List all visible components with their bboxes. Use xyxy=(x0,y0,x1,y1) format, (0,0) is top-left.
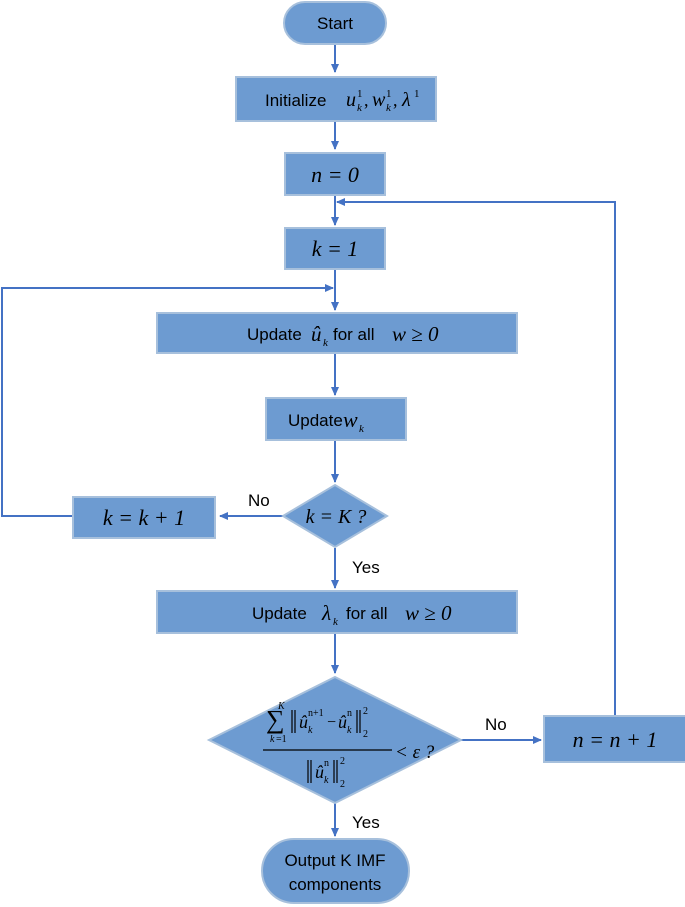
edge-label-no-conv: No xyxy=(485,715,507,734)
svg-text:K: K xyxy=(277,701,286,712)
svg-text:w: w xyxy=(372,89,386,111)
svg-text:2: 2 xyxy=(363,706,368,717)
svg-text:2: 2 xyxy=(340,779,345,790)
convergence-decision: ∑ K k =1 û k n+1 − û k n 2 2 û k n xyxy=(206,675,464,805)
svg-text:k: k xyxy=(386,102,392,114)
k-check-decision: k = K ? xyxy=(281,483,389,549)
output-line2: components xyxy=(289,875,382,894)
initialize-vars: u k 1 , w k 1 , λ 1 xyxy=(346,88,420,114)
update-u-node: Update û k for all w ≥ 0 xyxy=(156,312,518,354)
svg-text:k: k xyxy=(270,734,275,745)
n0-label: n = 0 xyxy=(311,162,359,187)
arrow-ninc-loop xyxy=(336,198,616,715)
k-check-label: k = K ? xyxy=(306,506,367,528)
update-w-node: Update w k xyxy=(265,397,407,441)
svg-text:k: k xyxy=(308,725,313,736)
k-inc-label: k = k + 1 xyxy=(103,505,185,530)
svg-text:n: n xyxy=(347,708,352,719)
output-line1: Output K IMF xyxy=(284,851,385,870)
k1-label: k = 1 xyxy=(312,236,359,261)
connectors xyxy=(1,44,616,837)
svg-text:n: n xyxy=(324,758,329,769)
svg-text:k: k xyxy=(357,102,363,114)
update-u-sub: k xyxy=(323,337,329,349)
output-node: Output K IMF components xyxy=(261,838,410,904)
edge-label-yes-k: Yes xyxy=(352,558,380,577)
svg-text:û: û xyxy=(299,712,308,732)
initialize-label: Initialize xyxy=(265,91,326,110)
update-u-cond: w ≥ 0 xyxy=(392,322,439,346)
svg-text:û: û xyxy=(315,762,324,782)
arrow-kinc-loop xyxy=(1,284,334,517)
update-u-var: û xyxy=(311,322,322,346)
svg-text:1: 1 xyxy=(357,88,363,100)
initialize-node: Initialize u k 1 , w k 1 , λ 1 xyxy=(235,76,437,122)
n-inc-node: n = n + 1 xyxy=(543,715,685,763)
update-lambda-suffix: for all xyxy=(346,604,388,623)
update-u-prefix: Update xyxy=(247,325,302,344)
svg-text:1: 1 xyxy=(414,88,420,100)
convergence-threshold: < ε ? xyxy=(395,742,435,763)
update-lambda-var: λ xyxy=(321,601,331,625)
update-w-var: w xyxy=(343,407,358,432)
svg-text:u: u xyxy=(346,89,356,111)
update-lambda-node: Update λ k for all w ≥ 0 xyxy=(156,590,518,634)
svg-text:=1: =1 xyxy=(276,734,287,745)
svg-text:k: k xyxy=(347,725,352,736)
svg-text:1: 1 xyxy=(386,88,392,100)
svg-text:λ: λ xyxy=(401,89,411,111)
update-lambda-prefix: Update xyxy=(252,604,307,623)
svg-text:2: 2 xyxy=(340,756,345,767)
start-node: Start xyxy=(283,1,387,45)
svg-text:2: 2 xyxy=(363,729,368,740)
convergence-formula: ∑ K k =1 û k n+1 − û k n 2 2 û k n xyxy=(263,701,435,790)
update-u-suffix: for all xyxy=(333,325,375,344)
update-lambda-sub: k xyxy=(333,616,339,628)
svg-text:,: , xyxy=(364,90,369,110)
svg-text:n+1: n+1 xyxy=(308,708,324,719)
svg-text:k: k xyxy=(324,775,329,786)
update-w-sub: k xyxy=(359,423,365,435)
svg-text:û: û xyxy=(338,712,347,732)
k1-node: k = 1 xyxy=(284,227,386,270)
k-inc-node: k = k + 1 xyxy=(72,496,216,539)
update-w-prefix: Update xyxy=(288,411,343,430)
svg-text:,: , xyxy=(393,90,398,110)
n-inc-label: n = n + 1 xyxy=(573,727,658,752)
start-label: Start xyxy=(317,14,353,33)
svg-text:−: − xyxy=(327,714,336,731)
edge-label-yes-conv: Yes xyxy=(352,813,380,832)
n0-node: n = 0 xyxy=(284,152,386,196)
svg-text:∑: ∑ xyxy=(266,705,285,734)
update-lambda-cond: w ≥ 0 xyxy=(405,601,452,625)
edge-label-no-k: No xyxy=(248,491,270,510)
